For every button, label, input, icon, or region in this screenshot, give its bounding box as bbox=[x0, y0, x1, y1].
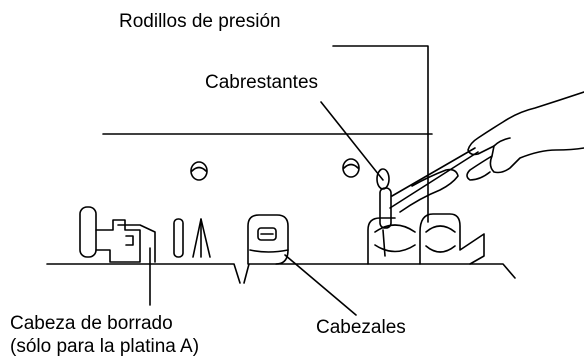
label-heads: Cabezales bbox=[316, 317, 406, 338]
capstan-left bbox=[190, 161, 208, 181]
capstan-right bbox=[342, 158, 360, 178]
deck-base-right bbox=[243, 263, 516, 284]
playback-head-shape bbox=[247, 214, 289, 265]
cotton-swab bbox=[376, 147, 479, 257]
capstans-leader bbox=[320, 101, 384, 181]
deck-base-left bbox=[46, 263, 241, 284]
tape-guide-pin-1 bbox=[173, 218, 184, 258]
label-capstans: Cabrestantes bbox=[205, 72, 319, 93]
erase-head-shape bbox=[79, 206, 156, 263]
label-pressure-rollers: Rodillos de presión bbox=[119, 11, 281, 32]
heads-leader bbox=[284, 254, 357, 316]
tape-guide-pin-2 bbox=[192, 218, 211, 258]
label-erase-head: Cabeza de borrado bbox=[10, 313, 173, 334]
pressure-rollers-leader bbox=[332, 45, 429, 223]
label-erase-head-note: (sólo para la platina A) bbox=[10, 336, 200, 357]
